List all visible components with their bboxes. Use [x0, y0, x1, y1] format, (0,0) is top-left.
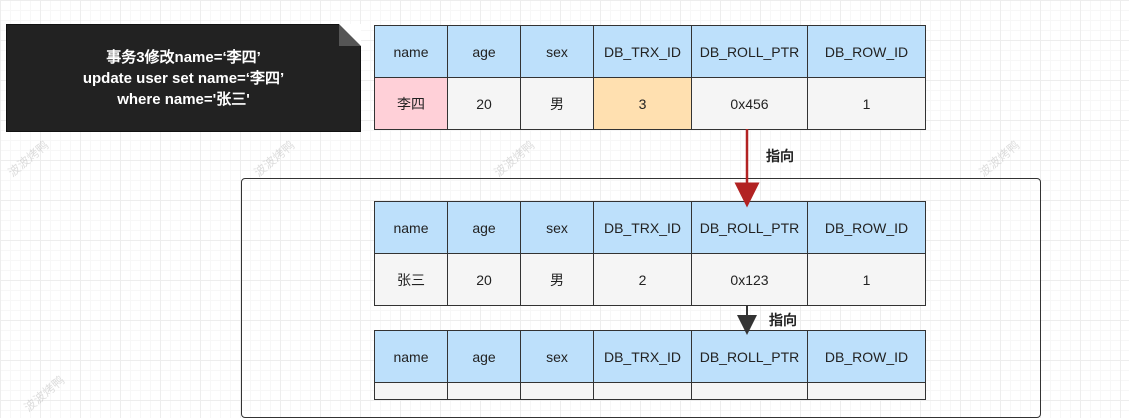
table-header-row: name age sex DB_TRX_ID DB_ROLL_PTR DB_RO…: [374, 201, 926, 254]
cell-name: [374, 382, 448, 400]
table-row: 张三 20 男 2 0x123 1: [374, 253, 926, 306]
column-header: DB_ROW_ID: [807, 330, 926, 383]
cell-roll-ptr: [691, 382, 808, 400]
column-header: sex: [520, 330, 594, 383]
table-row: 李四 20 男 3 0x456 1: [374, 77, 926, 130]
column-header: DB_ROLL_PTR: [691, 330, 808, 383]
arrow-label: 指向: [766, 148, 794, 164]
column-header: name: [374, 201, 448, 254]
cell-trx-id: 2: [593, 253, 692, 306]
table-row: [374, 382, 926, 400]
column-header: DB_ROLL_PTR: [691, 201, 808, 254]
column-header: name: [374, 330, 448, 383]
cell-sex: [520, 382, 594, 400]
cell-age: 20: [447, 253, 521, 306]
cell-row-id: 1: [807, 253, 926, 306]
cell-age: 20: [447, 77, 521, 130]
pointer-arrows: [734, 129, 760, 335]
cell-trx-id: 3: [593, 77, 692, 130]
table-header-row: name age sex DB_TRX_ID DB_ROLL_PTR DB_RO…: [374, 330, 926, 383]
column-header: DB_TRX_ID: [593, 201, 692, 254]
table-header-row: name age sex DB_TRX_ID DB_ROLL_PTR DB_RO…: [374, 25, 926, 78]
column-header: age: [447, 201, 521, 254]
column-header: DB_TRX_ID: [593, 25, 692, 78]
arrow-label: 指向: [769, 312, 797, 328]
column-header: sex: [520, 25, 594, 78]
cell-name: 张三: [374, 253, 448, 306]
note-line-2: update user set name=‘李四’: [82, 69, 285, 87]
column-header: DB_ROW_ID: [807, 201, 926, 254]
column-header: DB_ROLL_PTR: [691, 25, 808, 78]
undo-record-table: name age sex DB_TRX_ID DB_ROLL_PTR DB_RO…: [374, 201, 926, 306]
current-record-table: name age sex DB_TRX_ID DB_ROLL_PTR DB_RO…: [374, 25, 926, 130]
column-header: age: [447, 330, 521, 383]
cell-sex: 男: [520, 253, 594, 306]
transaction-note: 事务3修改name=‘李四’ update user set name=‘李四’…: [6, 24, 361, 132]
note-fold-corner: [339, 24, 361, 46]
cell-roll-ptr: 0x456: [691, 77, 808, 130]
column-header: name: [374, 25, 448, 78]
note-line-1: 事务3修改name=‘李四’: [106, 48, 261, 66]
cell-row-id: [807, 382, 926, 400]
cell-trx-id: [593, 382, 692, 400]
column-header: DB_ROW_ID: [807, 25, 926, 78]
cell-age: [447, 382, 521, 400]
cell-row-id: 1: [807, 77, 926, 130]
cell-name: 李四: [374, 77, 448, 130]
column-header: sex: [520, 201, 594, 254]
cell-roll-ptr: 0x123: [691, 253, 808, 306]
note-line-3: where name='张三': [117, 90, 250, 108]
older-undo-record-table: name age sex DB_TRX_ID DB_ROLL_PTR DB_RO…: [374, 330, 926, 400]
